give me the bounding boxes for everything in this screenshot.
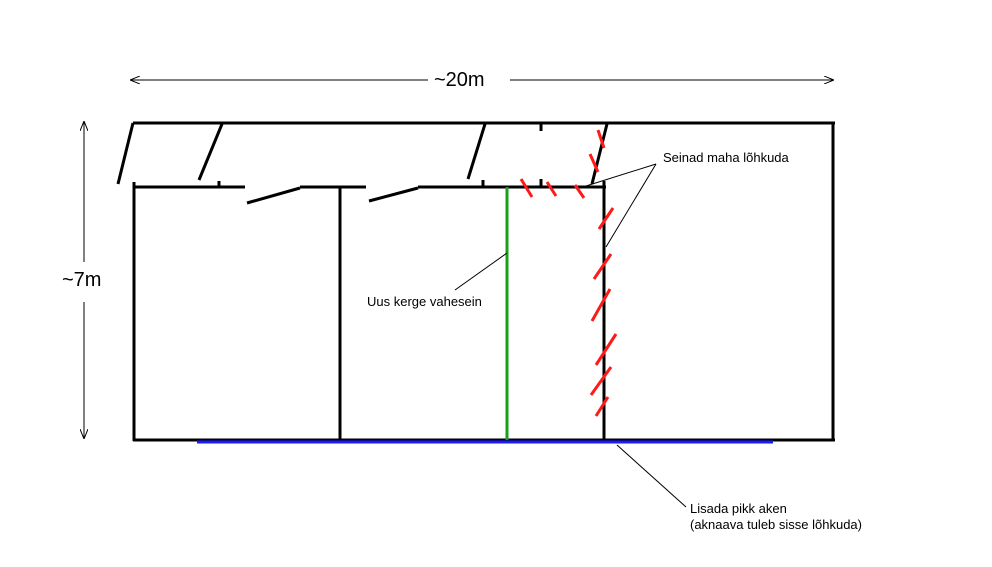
width-label: ~20m [434,69,485,91]
height-label: ~7m [62,269,102,291]
window-note-line1: Lisada pikk aken [690,501,787,516]
demolish-marks [519,129,618,417]
doors [116,122,609,205]
callout-lines [454,163,687,508]
new-partition-note: Uus kerge vahesein [367,294,482,309]
walls [132,121,835,442]
window-note-line2: (aknaava tuleb sisse lõhkuda) [690,517,862,532]
demolish-walls-note: Seinad maha lõhkuda [663,150,789,165]
